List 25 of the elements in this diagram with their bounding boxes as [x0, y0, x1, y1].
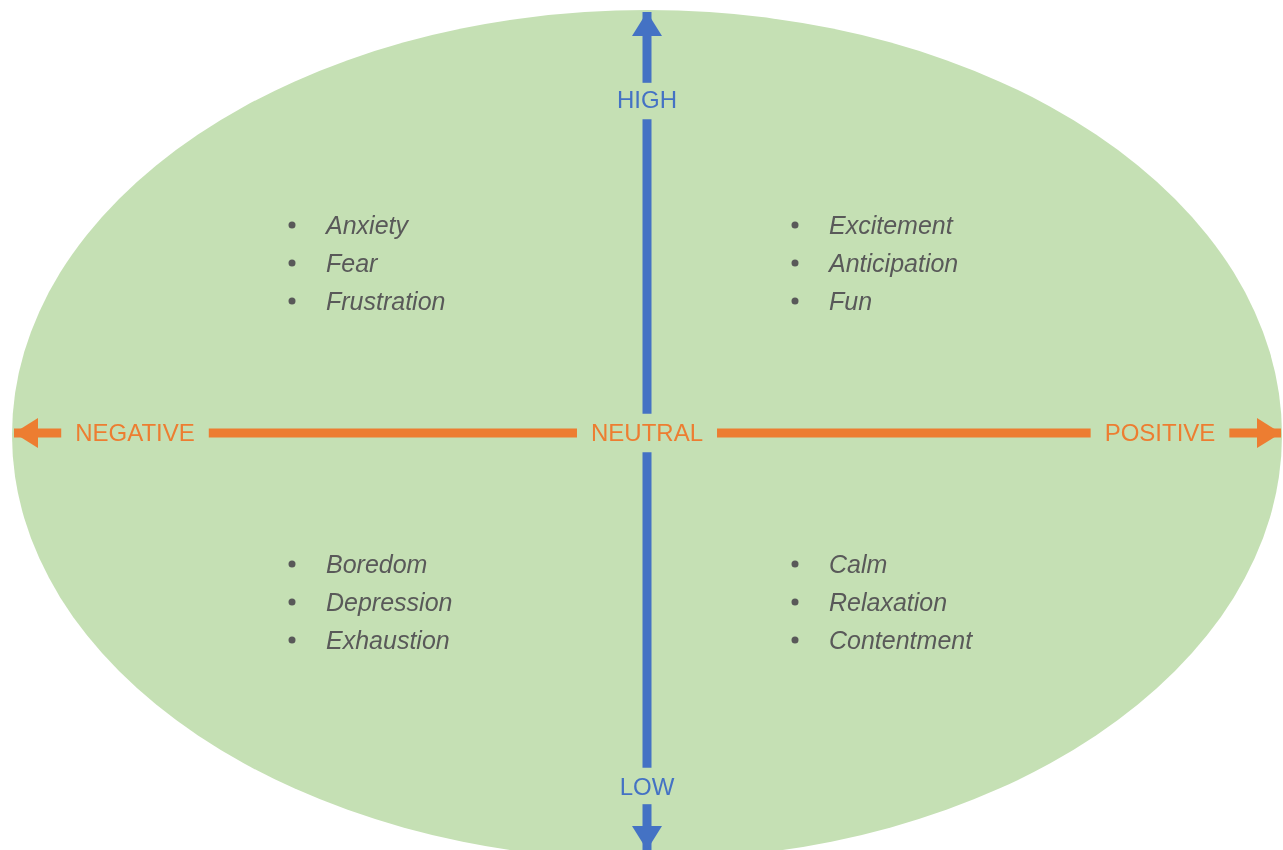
list-item: Anxiety [326, 210, 408, 240]
axis-label: POSITIVE [1104, 419, 1216, 447]
axis-label: NEGATIVE [75, 419, 195, 447]
arrow [632, 804, 662, 850]
list-item: Relaxation [829, 587, 948, 617]
list-item: Exhaustion [326, 625, 450, 655]
axis-line [208, 428, 577, 438]
list-item: Depression [326, 587, 453, 617]
arrow [14, 418, 62, 448]
list-item: Fun [829, 286, 873, 316]
axis-line [642, 119, 652, 414]
axis-line [642, 452, 652, 768]
arrow [1229, 418, 1281, 448]
list-item: Anticipation [829, 248, 959, 278]
axis-label: HIGH [617, 86, 677, 114]
axis-line [717, 428, 1091, 438]
arrow [632, 12, 662, 83]
list-item: Calm [829, 549, 888, 579]
axis-label: NEUTRAL [591, 419, 703, 447]
list-item: Fear [326, 248, 378, 278]
list-item: Excitement [829, 210, 953, 240]
list-item: Boredom [326, 549, 428, 579]
axis-label: LOW [619, 773, 675, 801]
list-item: Frustration [326, 286, 446, 316]
list-item: Contentment [829, 625, 973, 655]
